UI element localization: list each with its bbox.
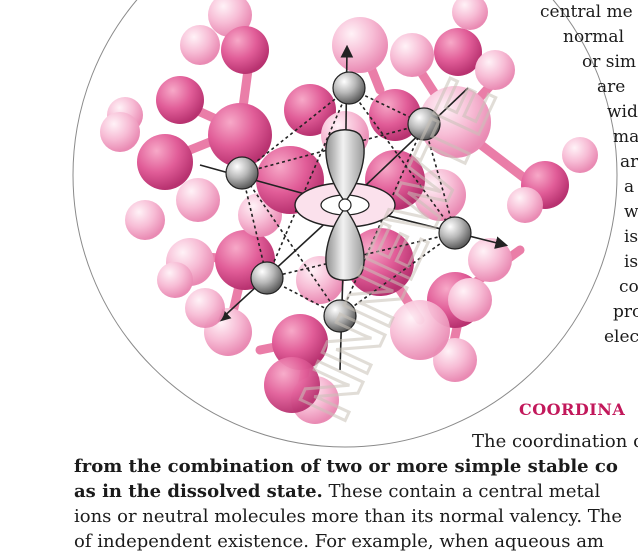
text-run: These contain a central metal [322, 481, 601, 502]
side-text-line: central me [540, 2, 633, 22]
bold-phrase: as in the dissolved state. [74, 481, 323, 502]
side-text-line: ma [613, 127, 638, 147]
side-text-line: normal [563, 27, 625, 47]
paragraph-line: ions or neutral molecules more than its … [74, 506, 623, 527]
side-text-line: are [597, 77, 626, 97]
paragraph-line-bold: from the combination of two or more simp… [74, 456, 618, 477]
paragraph-line: The coordination c [472, 431, 638, 452]
side-text-line: a [624, 177, 635, 197]
side-text-line: is [624, 227, 638, 247]
molecular-model [100, 0, 598, 424]
section-heading: COORDINA [519, 400, 626, 419]
enclosing-circle [72, 0, 618, 448]
side-text-line: elec [604, 327, 638, 347]
dz2-orbital [294, 129, 396, 281]
side-text-line: or sim [582, 52, 637, 72]
paragraph-line: of independent existence. For example, w… [74, 531, 604, 552]
side-text-line: ar [620, 152, 638, 172]
side-text-line: pro [613, 302, 638, 322]
side-text-line: wid [607, 102, 638, 122]
side-text-line: is [624, 252, 638, 272]
paragraph-line: as in the dissolved state. These contain… [74, 480, 600, 504]
side-text-line: w [624, 202, 638, 222]
side-text-line: co [619, 277, 638, 297]
